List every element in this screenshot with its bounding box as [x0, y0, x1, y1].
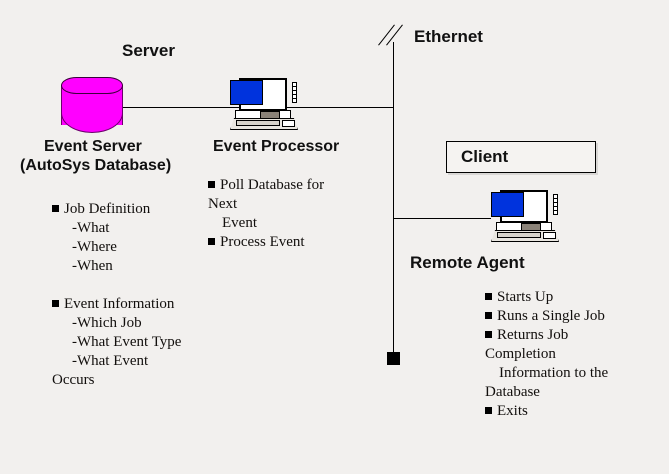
bullet-square-icon — [52, 205, 59, 212]
note-continuation: Next — [208, 196, 238, 212]
note-continuation: Completion — [485, 346, 556, 362]
client-computer-icon — [489, 190, 561, 242]
note-text: Exits — [497, 403, 528, 419]
note-continuation: Occurs — [52, 372, 95, 388]
bullet-square-icon — [208, 238, 215, 245]
note-text: Event Information — [64, 296, 175, 312]
server-title: Server — [122, 41, 175, 60]
event-server-label-line1: Event Server — [44, 138, 142, 155]
ethernet-break-icon — [378, 20, 408, 50]
note-bullet: Poll Database for — [208, 176, 373, 195]
client-box[interactable]: Client — [446, 141, 596, 173]
note-bullet: Process Event — [208, 233, 373, 252]
ethernet-title: Ethernet — [414, 27, 483, 46]
note-bullet: Job Definition — [52, 200, 232, 219]
note-sub-item: -When — [72, 258, 113, 274]
remote-agent-label: Remote Agent — [410, 253, 525, 272]
note-continuation: Information to the — [499, 365, 609, 381]
note-bullet: Exits — [485, 402, 660, 421]
bullet-square-icon — [52, 300, 59, 307]
client-box-label: Client — [461, 147, 509, 166]
note-continuation: Database — [485, 384, 540, 400]
note-text: Poll Database for — [220, 177, 325, 193]
note-bullet: Returns Job — [485, 326, 660, 345]
note-sub-item: -What — [72, 220, 110, 236]
bullet-square-icon — [485, 312, 492, 319]
note-text: Starts Up — [497, 289, 554, 305]
note-text: Process Event — [220, 234, 305, 250]
bullet-square-icon — [485, 331, 492, 338]
note-sub-item: -Which Job — [72, 315, 142, 331]
note-continuation: Event — [222, 215, 257, 231]
note-bullet: Starts Up — [485, 288, 660, 307]
link-backbone-to-client — [393, 218, 491, 219]
bullet-square-icon — [485, 407, 492, 414]
bullet-square-icon — [485, 293, 492, 300]
event-processor-label: Event Processor — [213, 138, 340, 155]
note-text: Runs a Single Job — [497, 308, 605, 324]
note-bullet: Event Information — [52, 295, 232, 314]
bullet-square-icon — [208, 181, 215, 188]
note-bullet: Runs a Single Job — [485, 307, 660, 326]
backbone-terminator-square — [387, 352, 400, 365]
event-processor-computer-icon — [228, 78, 300, 130]
database-cylinder-icon — [61, 77, 125, 133]
note-text: Job Definition — [64, 201, 151, 217]
note-sub-item: -Where — [72, 239, 117, 255]
event-server-label-line2: (AutoSys Database) — [20, 157, 172, 174]
note-sub-item: -What Event Type — [72, 334, 182, 350]
note-sub-item: -What Event — [72, 353, 149, 369]
note-spacer — [52, 276, 232, 295]
ethernet-backbone-line — [393, 42, 394, 356]
event-server-notes: Job Definition -What -Where -When Event Inf… — [52, 200, 232, 390]
note-text: Returns Job — [497, 327, 569, 343]
